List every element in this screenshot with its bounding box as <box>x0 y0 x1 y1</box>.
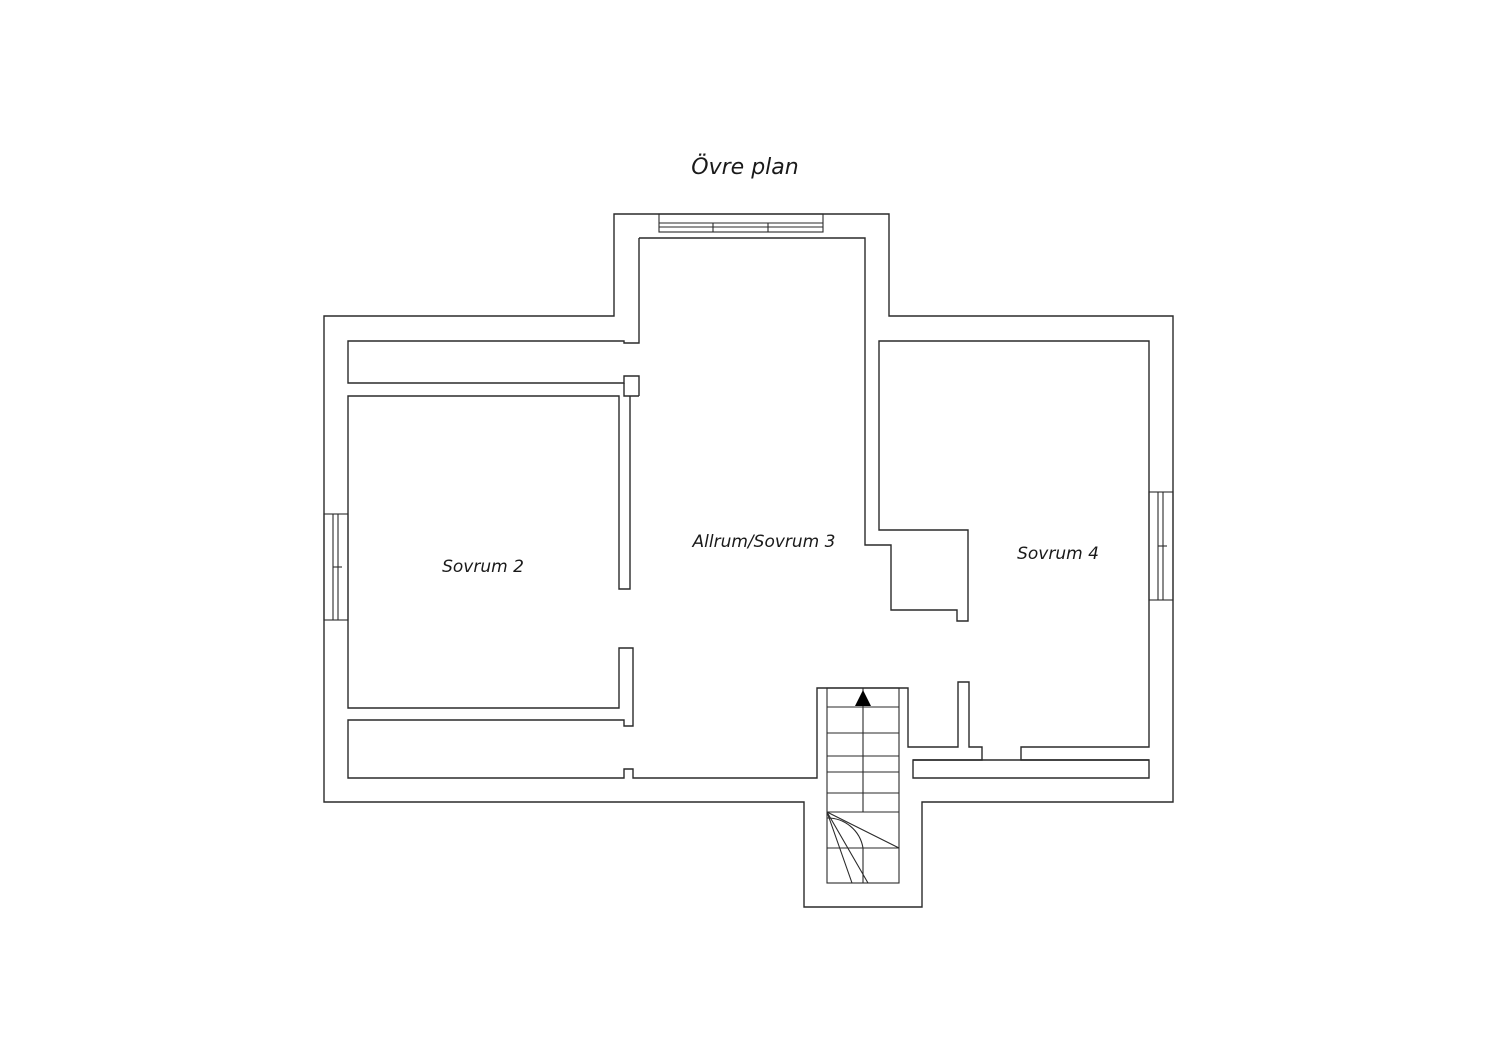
room-label-allrum-sovrum-3: Allrum/Sovrum 3 <box>692 532 836 552</box>
top-window <box>658 213 824 233</box>
outer-wall-outline <box>323 213 1174 908</box>
plan-title: Övre plan <box>691 154 798 180</box>
room-label-sovrum-2: Sovrum 2 <box>442 557 524 577</box>
left-window <box>323 513 349 621</box>
stair-direction-arrow-icon <box>855 690 871 706</box>
top-bay-inner-wall <box>347 237 1150 779</box>
room-label-sovrum-4: Sovrum 4 <box>1017 544 1099 564</box>
right-window <box>1148 491 1174 601</box>
left-closet-wall <box>623 383 639 397</box>
staircase <box>826 687 900 884</box>
inner-wall-outline <box>347 238 640 396</box>
